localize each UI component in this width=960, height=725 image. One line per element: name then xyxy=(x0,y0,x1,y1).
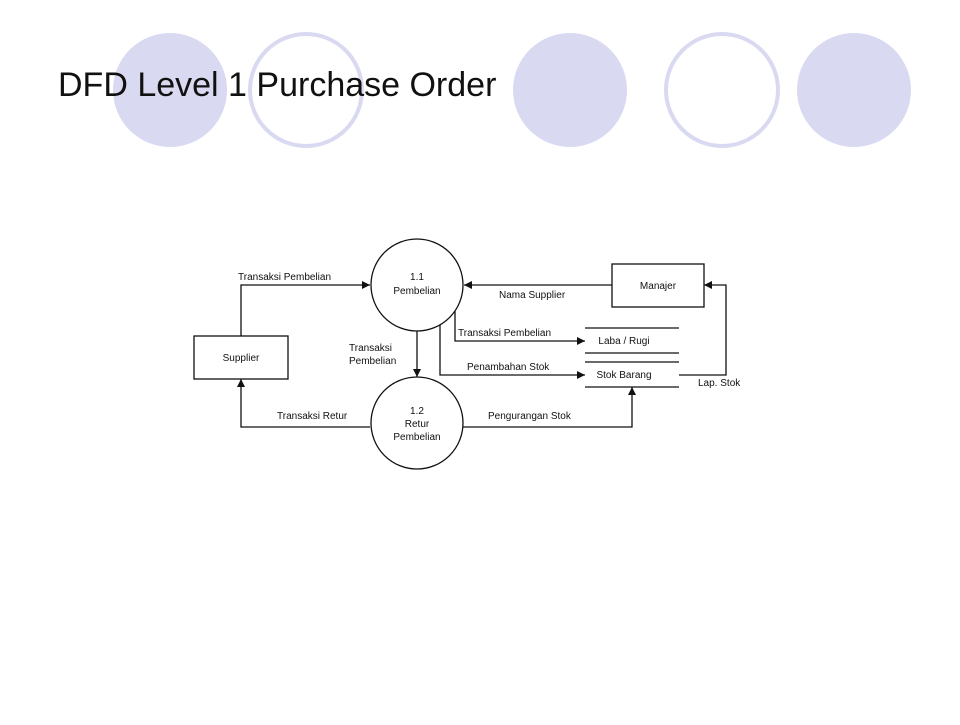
entity-supplier-box xyxy=(193,335,289,380)
deco-circle-2 xyxy=(248,32,364,148)
flow-pembelian-to-labarugi xyxy=(454,311,585,345)
process-1-2-name-line-1: Retur xyxy=(405,419,430,430)
deco-circle-3 xyxy=(513,33,627,147)
flow-retur-to-supplier xyxy=(237,379,370,428)
decorative-circles xyxy=(113,32,911,148)
flow-label-pembelian-to-retur-line-1: Transaksi xyxy=(349,343,392,354)
deco-circle-1 xyxy=(113,33,227,147)
flow-label-pembelian-to-retur-line-2: Pembelian xyxy=(349,356,396,367)
datastore-laba-rugi xyxy=(585,327,679,354)
flow-label-manajer-to-pembelian: Nama Supplier xyxy=(499,290,566,301)
flow-label-pembelian-to-stok: Penambahan Stok xyxy=(467,362,550,373)
dfd-labels: 1.1 Pembelian 1.2 Retur Pembelian Suppli… xyxy=(223,272,742,443)
flow-label-retur-to-supplier: Transaksi Retur xyxy=(277,411,348,422)
flow-label-stok-to-manajer: Lap. Stok xyxy=(698,378,741,389)
entity-manajer-label: Manajer xyxy=(640,281,677,292)
process-1-2-id: 1.2 xyxy=(410,406,424,417)
entity-supplier-label: Supplier xyxy=(223,353,260,364)
flow-supplier-to-pembelian xyxy=(240,281,370,336)
deco-circle-4 xyxy=(664,32,780,148)
process-1-2-name-line-2: Pembelian xyxy=(393,432,440,443)
flow-retur-to-stok xyxy=(463,387,636,428)
flow-stok-to-manajer xyxy=(679,281,727,376)
flow-label-supplier-to-pembelian: Transaksi Pembelian xyxy=(238,272,331,283)
dfd-diagram xyxy=(193,238,727,470)
datastore-stok-barang-label: Stok Barang xyxy=(596,370,651,381)
process-circle-1-1 xyxy=(370,238,464,332)
process-pembelian xyxy=(370,238,464,332)
datastore-laba-rugi-label: Laba / Rugi xyxy=(598,336,649,347)
flow-label-pembelian-to-labarugi: Transaksi Pembelian xyxy=(458,328,551,339)
flow-pembelian-to-stok xyxy=(439,325,585,379)
slide-title: DFD Level 1 Purchase Order xyxy=(58,66,497,104)
process-1-1-id: 1.1 xyxy=(410,272,424,283)
flow-label-retur-to-stok: Pengurangan Stok xyxy=(488,411,572,422)
process-1-1-name: Pembelian xyxy=(393,286,440,297)
deco-circle-5 xyxy=(797,33,911,147)
